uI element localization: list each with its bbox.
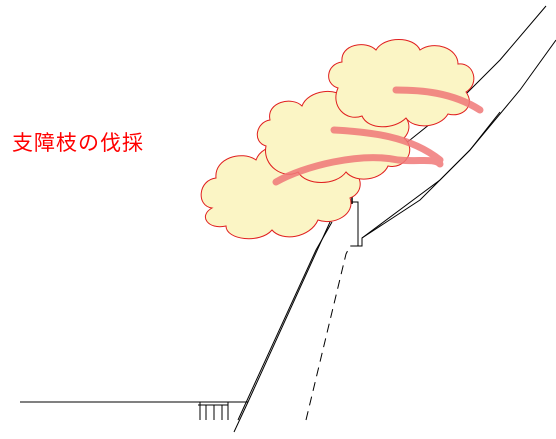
dashed-boundary-line [305,245,360,421]
branch-mark-lower [272,154,444,186]
drainage-structure [198,402,229,420]
crown-upper [328,39,475,128]
inner-slope-line [237,221,333,421]
branch-mark-upper [392,86,484,114]
cutting-annotation-label: 支障枝の伐採 [12,131,144,155]
tree-crowns [200,39,475,240]
branch-mark-middle [330,126,444,164]
branch-marks [272,86,484,186]
upper-slope-inner-line [361,39,556,239]
